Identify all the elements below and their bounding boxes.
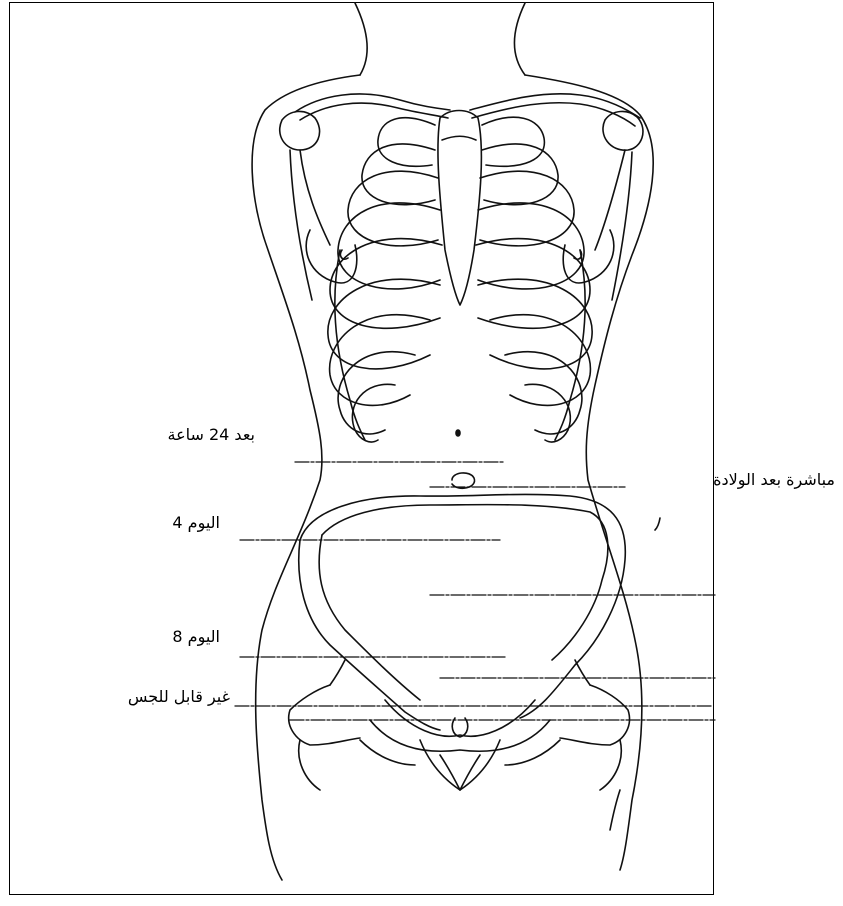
ischium-left (360, 740, 415, 765)
pubic-bone (440, 755, 460, 790)
label-immediately-after-birth: مباشرة بعد الولادة (660, 470, 835, 490)
label-not-palpable: غير قابل للجس (25, 687, 230, 707)
neck-outline (514, 3, 525, 75)
label-after-24h: بعد 24 ساعة (95, 425, 255, 445)
arm-left (300, 150, 330, 245)
humerus-head-left (280, 111, 320, 150)
body-outline-right (525, 75, 653, 870)
arm-right (595, 150, 625, 250)
pubic-symphysis (452, 718, 467, 737)
body-outline-left (252, 75, 360, 880)
uterus-inner (322, 505, 608, 660)
stray-mark (655, 518, 660, 530)
arm-right (612, 152, 632, 300)
neck-outline (355, 3, 367, 75)
femur-head-right (600, 740, 621, 790)
pelvis-ilium-left (330, 660, 345, 685)
ischium-right (505, 740, 560, 765)
breast-right (563, 230, 614, 283)
uterus-inner (319, 535, 420, 700)
pelvis-ilium-right (560, 685, 629, 745)
navel (452, 473, 475, 488)
xiphoid-mark (456, 430, 460, 436)
sternum-notch (442, 136, 476, 140)
label-day-8: اليوم 8 (130, 627, 220, 647)
arm-left (290, 150, 312, 300)
label-day-4: اليوم 4 (130, 513, 220, 533)
femur-head-left (299, 740, 320, 790)
pelvis-ilium-left (289, 685, 360, 745)
fundal-level-lines (235, 462, 715, 720)
uterus-outline (300, 494, 625, 718)
rib-cage-edge-left (335, 250, 365, 440)
pubic-bone (460, 755, 480, 790)
pelvis-ilium-right (575, 660, 590, 685)
pubic-bone (420, 740, 500, 790)
stray-mark (610, 790, 620, 830)
ribs-left (328, 118, 442, 442)
ribs-right (476, 117, 592, 442)
